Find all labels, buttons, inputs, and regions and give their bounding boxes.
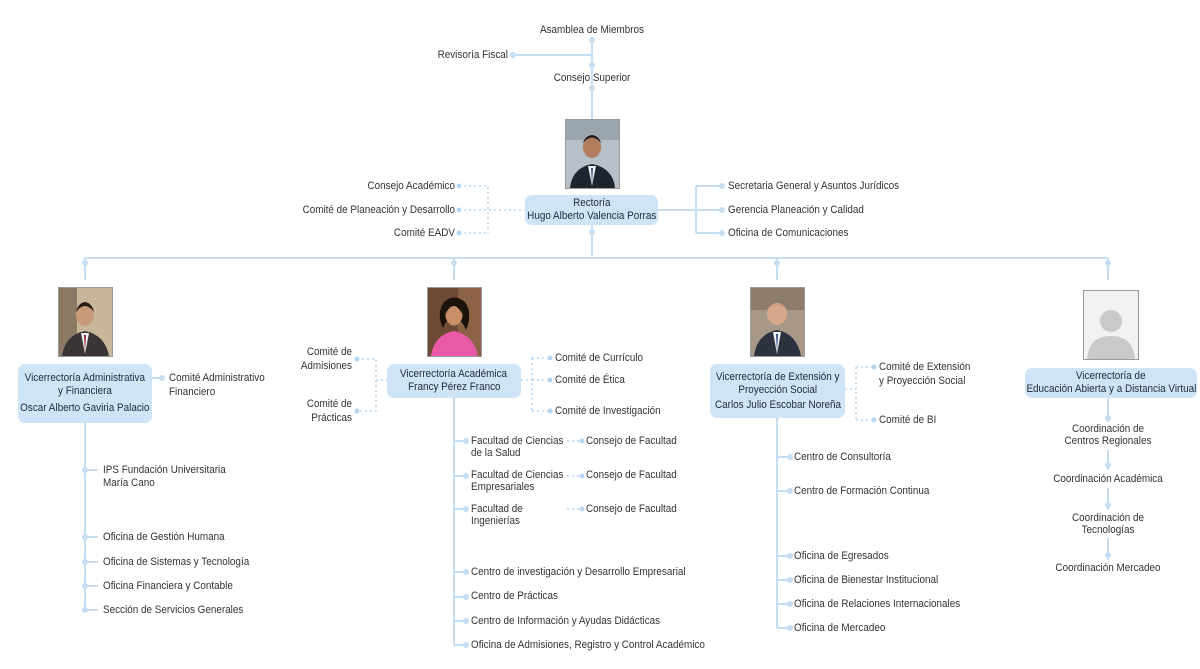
extension-center-1: Centro de Consultoría [794,451,891,463]
extension-office-2: Oficina de Bienestar Institucional [794,574,939,586]
facultad-ingenierias-label-2: Ingenierías [471,515,520,527]
admin-office-3: Oficina Financiera y Contable [103,580,233,592]
rector-photo [565,119,620,189]
vice-admin-box: Vicerrectoría Administrativa y Financier… [18,364,152,423]
extension-center-2: Centro de Formación Continua [794,485,930,497]
comite-practicas-label-2: Prácticas [311,412,352,424]
academic-vp-photo [427,287,482,357]
comite-admisiones-label-1: Comité de [306,346,352,358]
gerencia-planeacion-label: Gerencia Planeación y Calidad [728,204,864,216]
admin-office-1: Oficina de Gestión Humana [103,531,225,543]
comite-administrativo-label-1: Comité Administrativo [169,372,265,384]
facultad-ingenierias-label-1: Facultad de [471,503,523,515]
coord-mercadeo-label: Coordinación Mercadeo [1055,562,1161,574]
comite-admisiones-label-2: Admisiones [300,360,352,372]
comite-etica-label: Comité de Ética [555,374,625,386]
facultad-salud-label-1: Facultad de Ciencias [471,435,564,447]
vice-admin-title-1: Vicerrectoría Administrativa [24,372,146,384]
ips-label-2: María Cano [103,477,155,489]
comite-eadv-label: Comité EADV [393,227,455,239]
extension-office-4: Oficina de Mercadeo [794,622,886,634]
comite-planeacion-label: Comité de Planeación y Desarrollo [302,204,455,216]
admin-vp-photo [58,287,113,357]
ips-label-1: IPS Fundación Universitaria [103,464,226,476]
vice-virtual-title-1: Vicerrectoría de [1076,370,1146,382]
vice-extension-box: Vicerrectoría de Extensión y Proyección … [710,364,845,418]
consejo-academico-label: Consejo Académico [367,180,455,192]
coord-tecnologias-label-2: Tecnologías [1081,524,1135,536]
vice-virtual-title-2: Educación Abierta y a Distancia Virtual [1026,383,1196,395]
admin-office-2: Oficina de Sistemas y Tecnología [103,556,250,568]
vice-admin-title-2: y Financiera [58,385,112,397]
coord-regionales-label-2: Centros Regionales [1064,435,1152,447]
consejo-superior-label: Consejo Superior [553,72,631,84]
comite-practicas-label-1: Comité de [306,398,352,410]
extension-vp-photo [750,287,805,357]
comite-bi-label: Comité de BI [879,414,937,426]
academic-center-2: Centro de Prácticas [471,590,558,602]
comite-administrativo-label-2: Financiero [169,386,216,398]
consejo-facultad-3: Consejo de Facultad [586,503,677,515]
rectoria-box: Rectoría Hugo Alberto Valencia Porras [525,195,658,225]
consejo-facultad-1: Consejo de Facultad [586,435,677,447]
comite-investigacion-label: Comité de Investigación [555,405,661,417]
admin-office-4: Sección de Servicios Generales [103,604,244,616]
consejo-facultad-2: Consejo de Facultad [586,469,677,481]
academic-center-3: Centro de Información y Ayudas Didáctica… [471,615,661,627]
comite-curriculo-label: Comité de Currículo [555,352,644,364]
facultad-salud-label-2: de la Salud [471,447,521,459]
vice-academica-name: Francy Pérez Franco [407,381,501,393]
vice-virtual-box: Vicerrectoría de Educación Abierta y a D… [1025,368,1197,398]
facultad-empresariales-label-1: Facultad de Ciencias [471,469,564,481]
coord-academica-label: Coordinación Académica [1053,473,1163,485]
vice-extension-title-1: Vicerrectoría de Extensión y [715,370,840,383]
coord-regionales-label-1: Coordinación de [1071,423,1145,435]
rectoria-title: Rectoría [572,197,611,209]
oficina-comunicaciones-label: Oficina de Comunicaciones [728,227,849,239]
extension-office-1: Oficina de Egresados [794,550,889,562]
comite-extension-label-1: Comité de Extensión [879,361,971,373]
facultad-empresariales-label-2: Empresariales [471,481,535,493]
asamblea-label: Asamblea de Miembros [539,24,645,36]
coord-tecnologias-label-1: Coordinación de [1071,512,1145,524]
academic-center-1: Centro de investigación y Desarrollo Emp… [471,566,686,578]
vice-extension-name: Carlos Julio Escobar Noreña [714,398,841,411]
comite-extension-label-2: y Proyección Social [879,375,966,387]
virtual-vp-avatar [1083,290,1139,360]
academic-center-4: Oficina de Admisiones, Registro y Contro… [471,639,705,651]
extension-office-3: Oficina de Relaciones Internacionales [794,598,961,610]
vice-academica-title: Vicerrectoría Académica [400,368,508,380]
secretaria-general-label: Secretaria General y Asuntos Jurídicos [728,180,900,192]
vice-admin-name: Oscar Alberto Gaviria Palacio [20,402,150,414]
revisoria-label: Revisoría Fiscal [437,49,508,61]
vice-academica-box: Vicerrectoría Académica Francy Pérez Fra… [387,364,521,398]
rectoria-name: Hugo Alberto Valencia Porras [526,210,657,222]
vice-extension-title-2: Proyección Social [738,383,817,396]
